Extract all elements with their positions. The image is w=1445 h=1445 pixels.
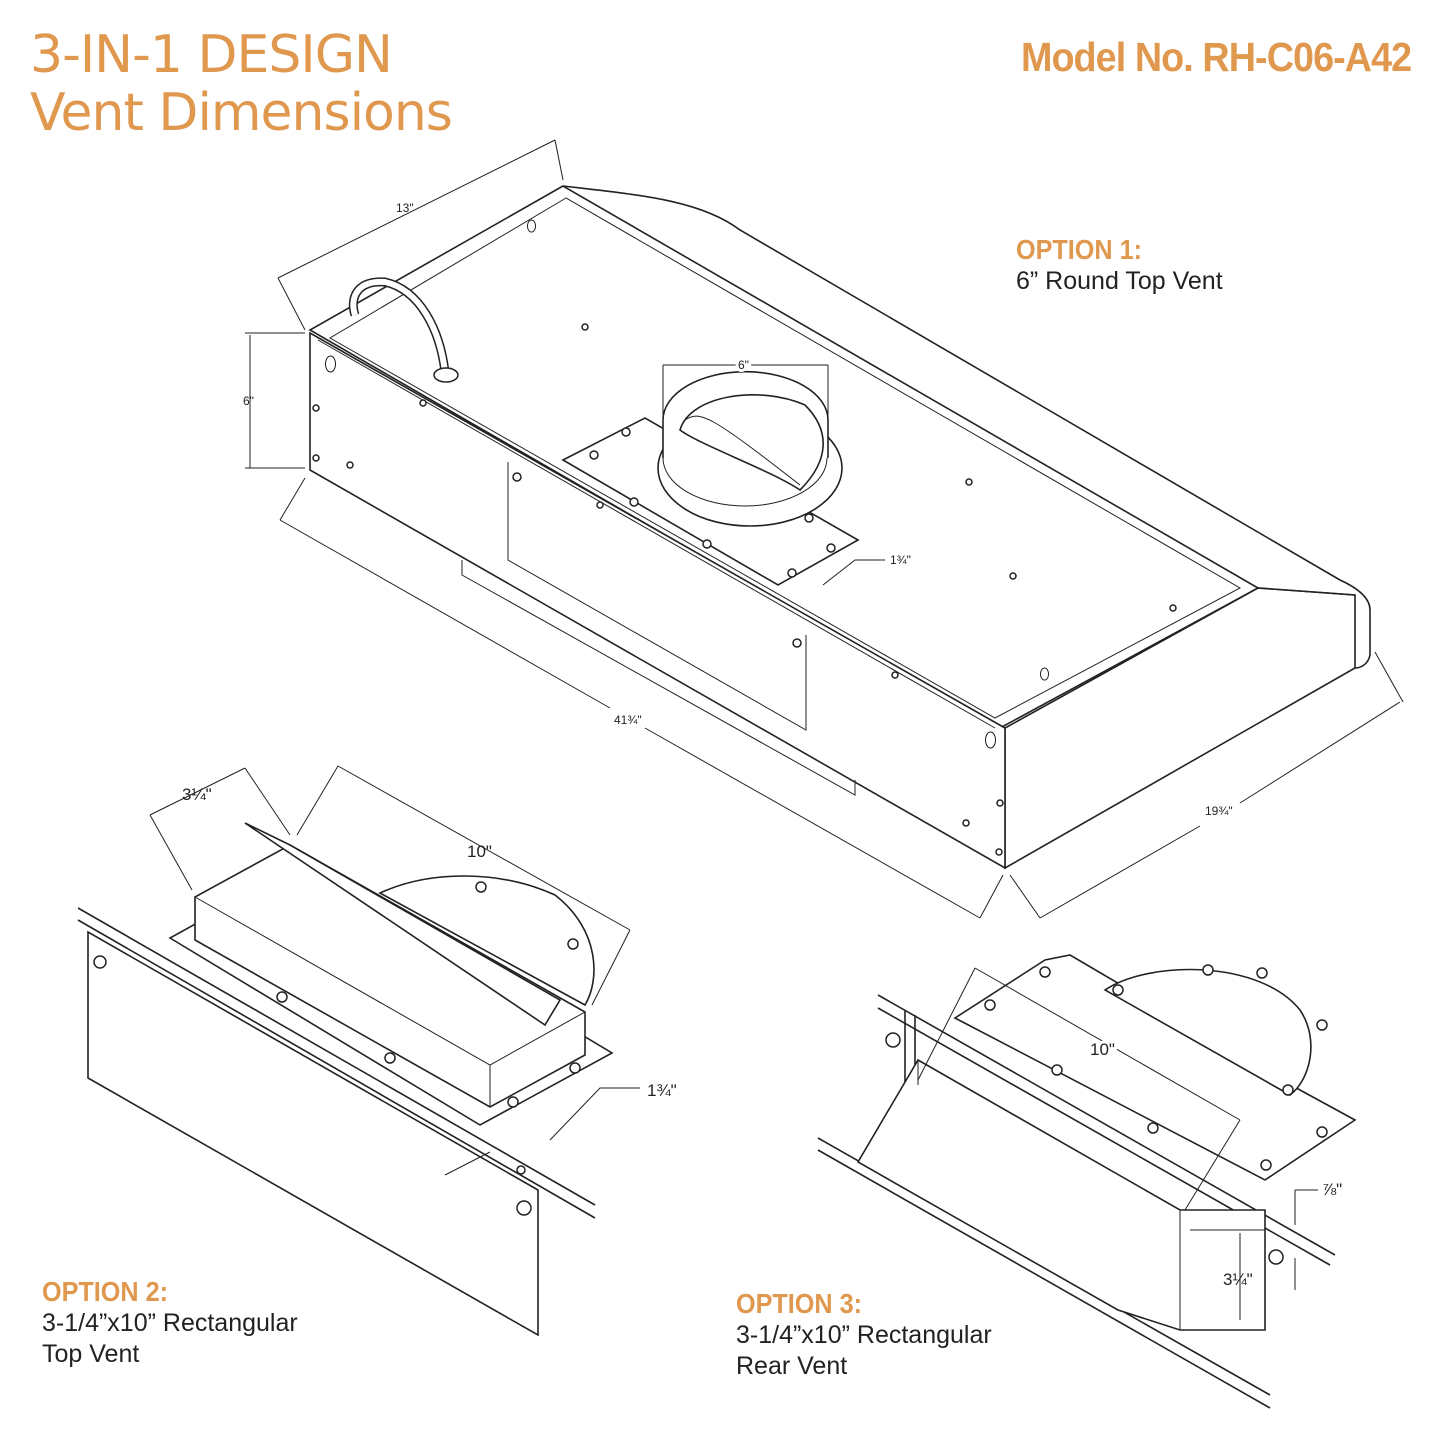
option-1-description: 6” Round Top Vent	[1016, 267, 1223, 295]
dim-opt3-height: 3¼"	[1223, 1270, 1253, 1289]
dim-depth: 13"	[396, 201, 414, 215]
dim-width: 41¾"	[614, 713, 642, 727]
option-2-description-1: 3-1/4”x10” Rectangular	[42, 1309, 298, 1337]
option-3-description-1: 3-1/4”x10” Rectangular	[736, 1321, 992, 1349]
option-3-label: OPTION 3: 3-1/4”x10” Rectangular Rear Ve…	[736, 1288, 992, 1382]
dim-side: 19¾"	[1205, 804, 1233, 818]
main-dimensions: 13" 6" 6" 1¾" 41¾" 19¾"	[243, 139, 1404, 919]
dim-opt3-width: 10"	[1090, 1040, 1115, 1059]
dim-round-offset: 1¾"	[890, 553, 911, 567]
option-2-description-2: Top Vent	[42, 1340, 140, 1368]
title-line-1: 3-IN-1 DESIGN	[30, 25, 393, 85]
option-1-label: OPTION 1: 6” Round Top Vent	[1016, 234, 1223, 297]
dim-opt3-offset: ⅞"	[1322, 1180, 1342, 1199]
dim-round-diameter: 6"	[738, 358, 749, 372]
option-2-label: OPTION 2: 3-1/4”x10” Rectangular Top Ven…	[42, 1276, 298, 1370]
model-number: Model No. RH-C06-A42	[1020, 34, 1412, 80]
dim-opt2-height: 3¼"	[182, 785, 212, 804]
option-2-heading: OPTION 2:	[42, 1276, 169, 1307]
dim-height: 6"	[243, 394, 254, 408]
option-3-drawing: 10" ⅞" 3¼"	[817, 954, 1357, 1409]
title-line-2: Vent Dimensions	[30, 83, 453, 143]
option-3-description-2: Rear Vent	[736, 1352, 848, 1380]
option-3-heading: OPTION 3:	[736, 1288, 863, 1319]
range-hood-drawing	[308, 185, 1371, 870]
dim-opt2-offset: 1¾"	[647, 1081, 677, 1100]
dim-opt2-width: 10"	[467, 842, 492, 861]
option-2-drawing: 3¼" 10" 1¾"	[77, 765, 677, 1337]
option-1-heading: OPTION 1:	[1016, 234, 1143, 265]
screws	[312, 323, 1177, 856]
